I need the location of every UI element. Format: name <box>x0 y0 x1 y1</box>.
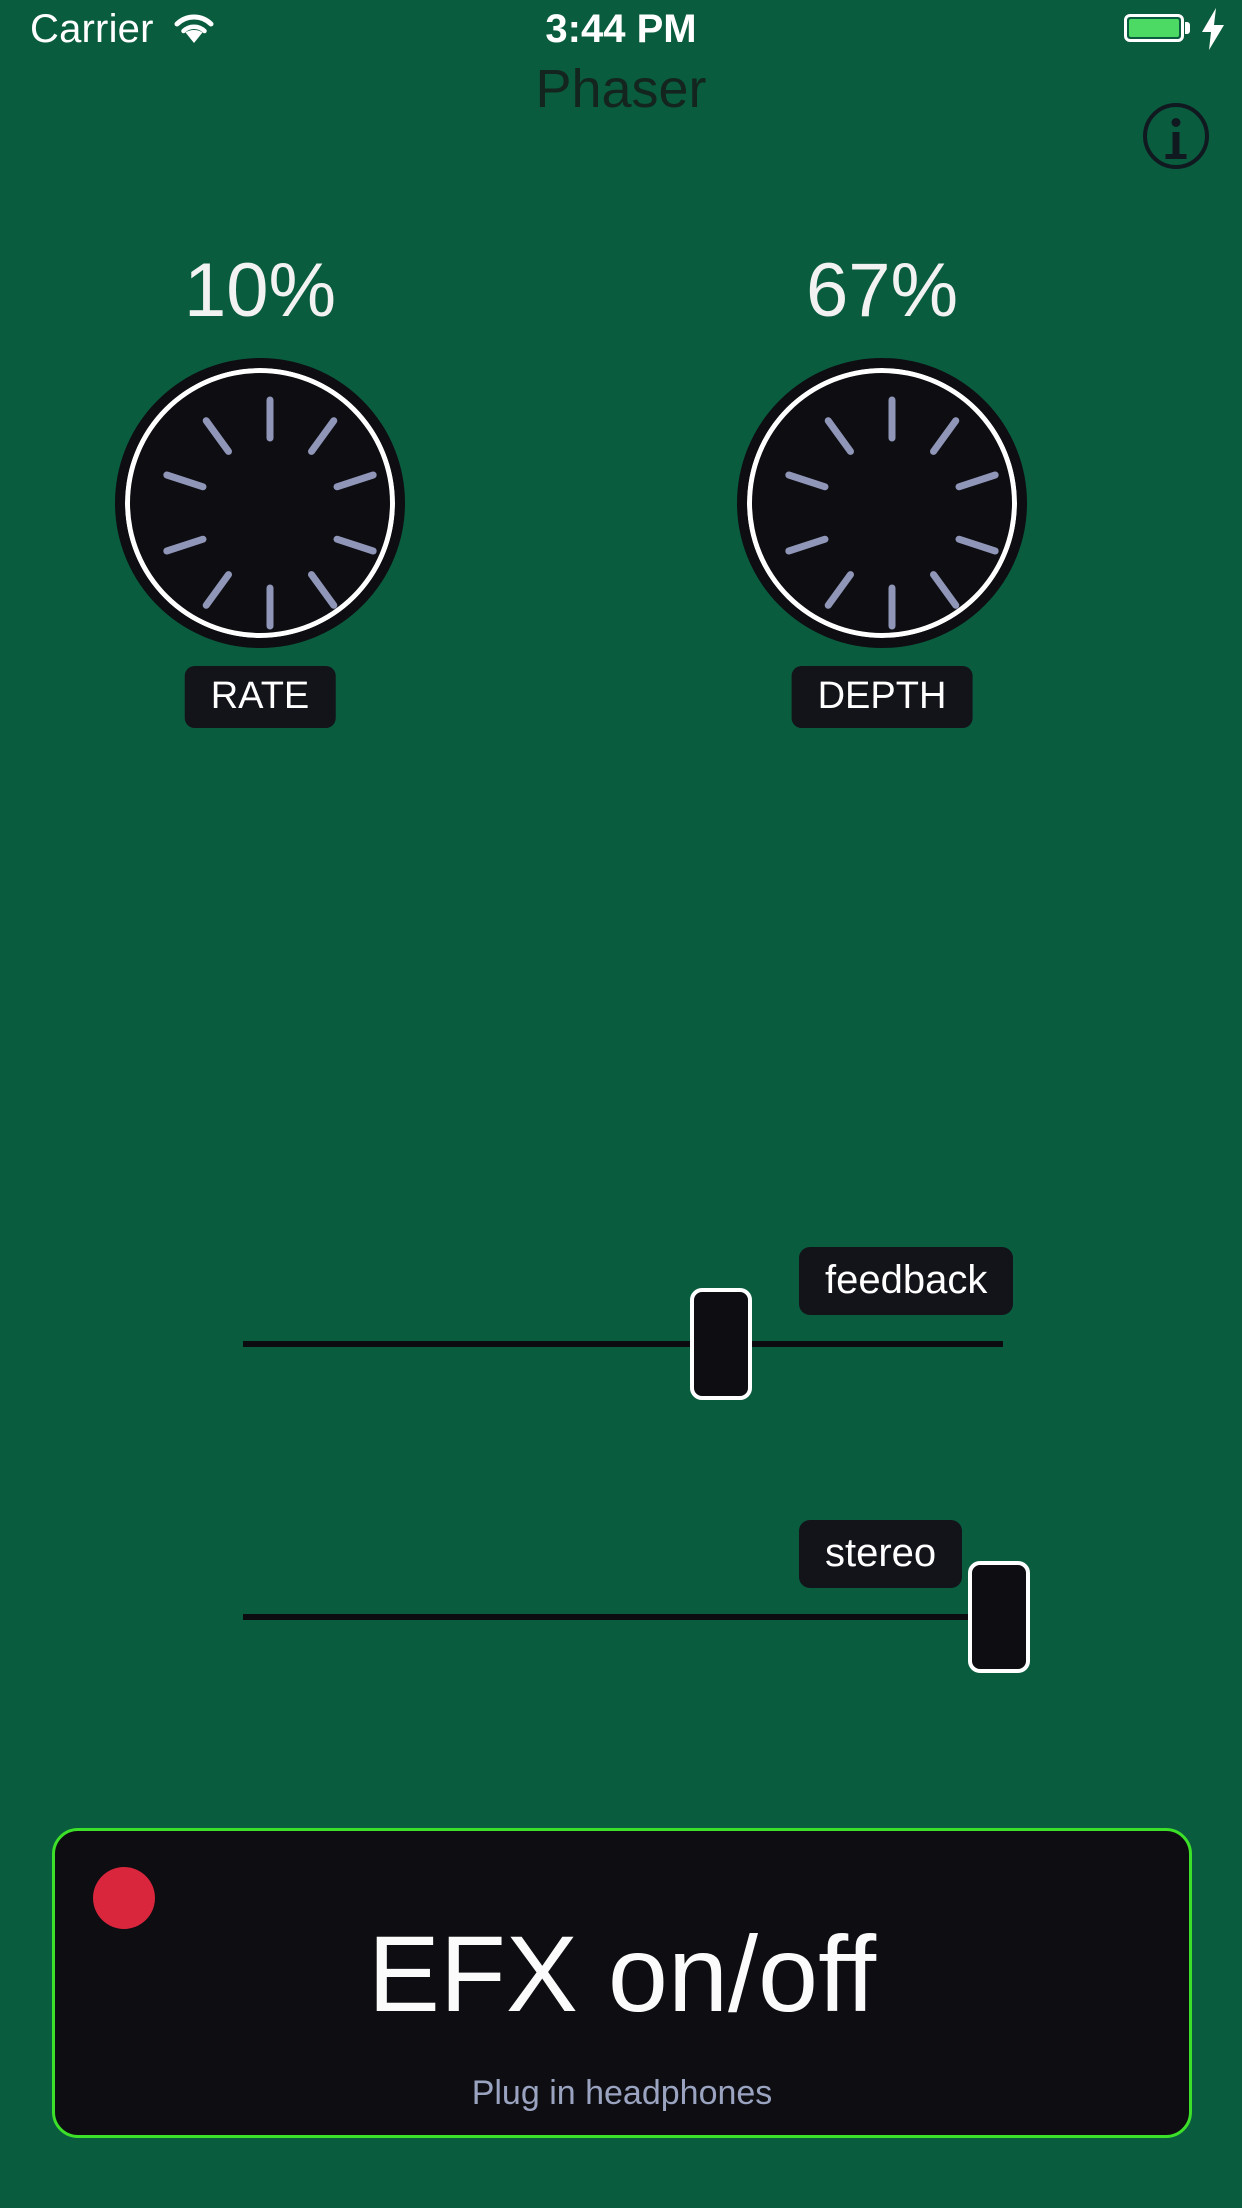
efx-status-led <box>93 1867 155 1929</box>
status-bar: Carrier 3:44 PM <box>0 0 1242 58</box>
efx-hint-label: Plug in headphones <box>471 2074 773 2112</box>
slider-stereo-thumb[interactable] <box>968 1561 1030 1673</box>
status-carrier-label: Carrier <box>30 7 154 51</box>
page-title: Phaser <box>535 59 707 119</box>
knob-rate-label: RATE <box>184 666 336 728</box>
knob-depth-dial[interactable] <box>737 358 1027 648</box>
knob-depth-value: 67% <box>805 248 959 333</box>
knob-rate-value: 10% <box>183 248 337 333</box>
slider-stereo-track[interactable] <box>243 1614 1003 1620</box>
knob-depth-label: DEPTH <box>791 666 973 728</box>
slider-feedback: feedback <box>243 1247 1014 1407</box>
info-base <box>1165 154 1187 159</box>
slider-feedback-track[interactable] <box>243 1341 1003 1347</box>
knob-depth: 67% DEPTH <box>686 248 1078 728</box>
slider-stereo: stereo <box>243 1520 1030 1680</box>
lightning-bolt-icon <box>1202 8 1224 50</box>
info-dot <box>1171 118 1181 127</box>
knob-rate: 10% RATE <box>64 248 456 728</box>
efx-on-off-button[interactable]: EFX on/off Plug in headphones <box>52 1828 1192 2138</box>
wifi-icon <box>174 14 214 43</box>
knob-rate-dial[interactable] <box>115 358 405 648</box>
knob-depth-ticks <box>785 396 999 630</box>
battery-nub-icon <box>1185 22 1190 34</box>
efx-title-label: EFX on/off <box>367 1913 877 2034</box>
status-time-label: 3:44 PM <box>545 7 697 51</box>
knob-rate-ticks <box>163 396 377 630</box>
slider-stereo-label: stereo <box>799 1520 963 1588</box>
info-stem <box>1172 132 1180 156</box>
info-circle-icon[interactable] <box>1143 103 1209 169</box>
battery-icon <box>1124 14 1184 42</box>
slider-feedback-label: feedback <box>799 1247 1014 1315</box>
slider-feedback-thumb[interactable] <box>690 1288 752 1400</box>
